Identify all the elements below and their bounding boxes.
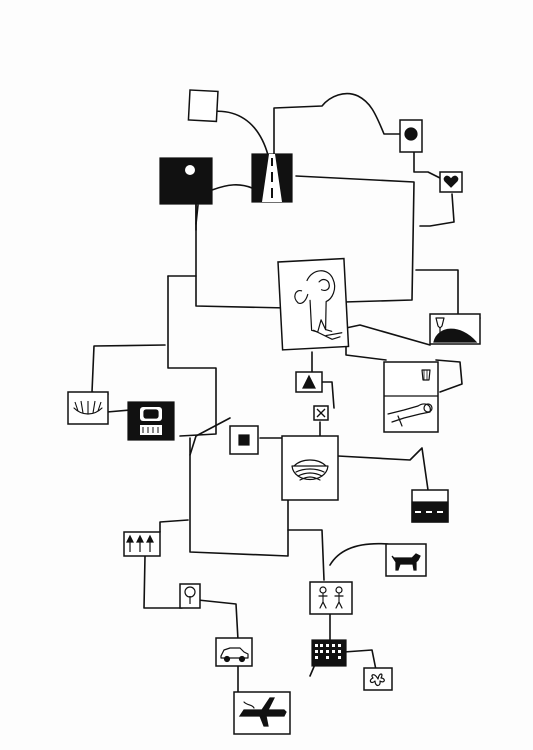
black-circle-icon — [399, 119, 423, 153]
bowl-of-noodles-icon — [281, 435, 339, 501]
night-moon-icon — [159, 157, 213, 205]
eyelashes-icon — [67, 391, 109, 425]
tree-icon — [179, 583, 201, 609]
television-icon — [127, 401, 175, 441]
dog-icon — [385, 543, 427, 577]
two-people-icon — [309, 581, 353, 615]
road-stripe-icon — [411, 489, 449, 523]
buildings-icon — [311, 639, 347, 667]
glass-on-dome-icon — [429, 313, 481, 345]
basket-and-lying-person-icon — [383, 361, 439, 433]
plane-and-bird-icon — [233, 691, 291, 735]
road-icon — [251, 153, 293, 203]
blank-card — [187, 89, 219, 123]
triangle-icon — [295, 371, 323, 393]
car-icon — [215, 637, 253, 667]
heart-icon — [439, 171, 463, 193]
x-mark-icon — [313, 405, 329, 421]
arrows-up-icon — [123, 531, 161, 557]
elephant-icon — [277, 257, 350, 351]
black-square-icon — [229, 425, 259, 455]
flower-icon — [363, 667, 393, 691]
